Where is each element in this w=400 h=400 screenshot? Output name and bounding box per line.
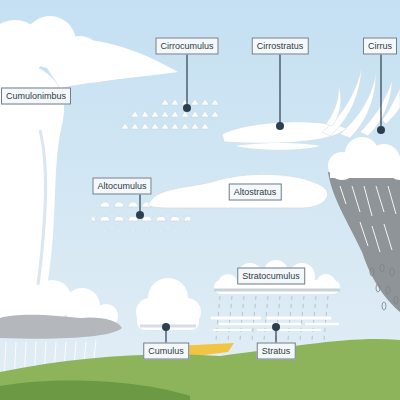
cloud-label: Cirrus [363,38,397,55]
cloud-label: Cirrocumulus [155,38,218,55]
cloud-label: Stratus [257,343,296,360]
cloud-name: Cirrocumulus [160,41,213,52]
cirrostratus-cloud [222,122,346,150]
cloud-label: Cumulus [143,343,189,360]
cloud-label: Stratocumulus [237,268,305,285]
altostratus-cloud [149,174,328,208]
cloud-name: Altocumulus [97,181,146,192]
cloud-label: Cirrostratus [252,38,309,55]
cloud-name: Stratus [262,346,291,357]
cloud-name: Altostratus [234,187,277,198]
cloud-name: Cirrus [368,41,392,52]
cloud-label: Altostratus [229,184,282,201]
cloud-name: Cumulus [148,346,184,357]
ground [0,339,400,400]
leader-lines [140,54,381,343]
cloud-name: Cirrostratus [257,41,304,52]
cirrocumulus-cloud [118,98,220,134]
stratus-cloud [212,318,338,330]
cloud-name: Stratocumulus [242,271,300,282]
cloud-label: Altocumulus [92,178,151,195]
leader-dots [136,104,385,331]
cirrus-cloud [322,66,400,138]
cloud-name: Cumulonimbus [6,91,66,102]
stratocumulus-cloud [214,260,340,340]
cloud-label: Cumulonimbus [1,88,71,105]
cumulus-cloud [136,278,201,330]
